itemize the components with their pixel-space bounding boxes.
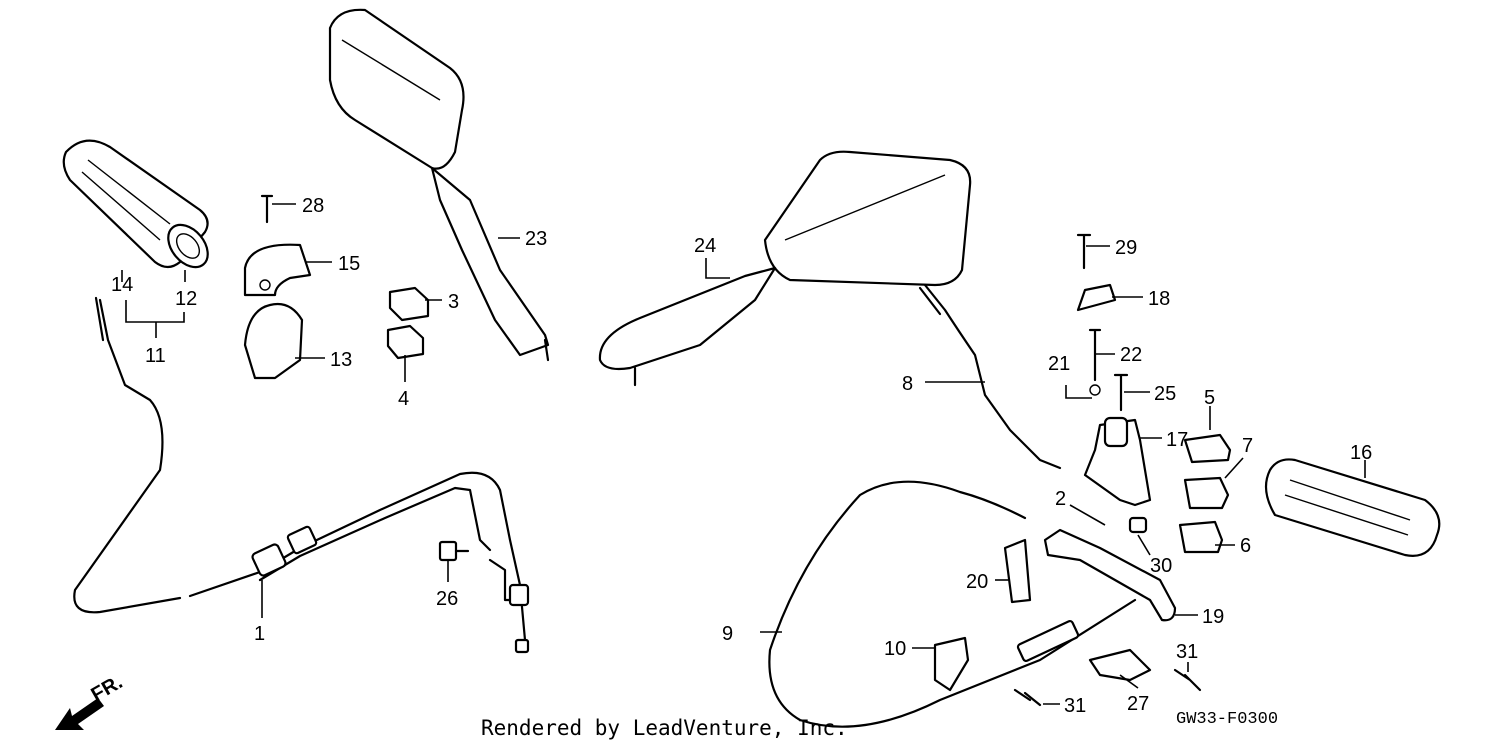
callout-11: 11 <box>145 345 166 367</box>
callout-29: 29 <box>1115 237 1137 259</box>
render-credit: Rendered by LeadVenture, Inc. <box>481 716 848 740</box>
callout-15: 15 <box>338 253 360 275</box>
callout-3: 3 <box>448 291 459 313</box>
diagram-code: GW33-F0300 <box>1176 710 1279 729</box>
front-label: FR. <box>88 671 127 706</box>
callout-17: 17 <box>1166 429 1188 451</box>
callout-5: 5 <box>1204 387 1215 409</box>
screw-28-drawing <box>260 194 274 224</box>
switch-5-6-7-drawing <box>1178 433 1232 554</box>
callout-25: 25 <box>1154 383 1176 405</box>
callout-31-right: 31 <box>1176 641 1198 663</box>
brake-cable-9-drawing <box>768 480 1137 728</box>
callout-18: 18 <box>1148 288 1170 310</box>
front-direction-indicator: FR. <box>55 671 126 730</box>
callout-16: 16 <box>1350 442 1372 464</box>
callout-14: 14 <box>111 274 133 296</box>
callout-23: 23 <box>525 228 547 250</box>
callout-13: 13 <box>330 349 352 371</box>
callout-30: 30 <box>1150 555 1172 577</box>
callout-31-left: 31 <box>1064 695 1086 717</box>
front-arrow-icon <box>55 698 104 730</box>
callout-10: 10 <box>884 638 906 660</box>
right-grip-drawing <box>1264 458 1441 557</box>
callout-24: 24 <box>694 235 716 257</box>
callout-26: 26 <box>436 588 458 610</box>
lever-bracket-17-drawing <box>1083 416 1152 507</box>
callout-6: 6 <box>1240 535 1251 557</box>
brackets-10-27-drawing <box>933 636 1202 707</box>
callouts: 1 2 3 4 5 6 7 8 9 10 11 12 13 14 15 16 1… <box>111 195 1372 717</box>
bolt-26-drawing <box>438 540 470 562</box>
callout-1: 1 <box>254 623 265 645</box>
callout-28: 28 <box>302 195 324 217</box>
callout-19: 19 <box>1202 606 1224 628</box>
switch-3-4-drawing <box>386 286 430 360</box>
callout-27: 27 <box>1127 693 1149 715</box>
right-mirror-drawing <box>598 150 972 387</box>
bolts-29-22-25-drawing <box>1076 233 1129 412</box>
leader-lines <box>121 203 1366 705</box>
callout-7: 7 <box>1242 435 1253 457</box>
left-grip-drawing <box>62 139 209 269</box>
callout-21: 21 <box>1048 353 1070 375</box>
callout-22: 22 <box>1120 344 1142 366</box>
brake-lever-19-drawing <box>1003 516 1177 622</box>
left-mirror-drawing <box>328 8 550 362</box>
callout-4: 4 <box>398 388 409 410</box>
throttle-cable-drawing <box>73 296 530 654</box>
switch-harness-drawing <box>918 283 1062 470</box>
lever-holder-drawing <box>243 243 312 380</box>
callout-20: 20 <box>966 571 988 593</box>
callout-12: 12 <box>175 288 197 310</box>
callout-2: 2 <box>1055 488 1066 510</box>
callout-9: 9 <box>722 623 733 645</box>
callout-8: 8 <box>902 373 913 395</box>
